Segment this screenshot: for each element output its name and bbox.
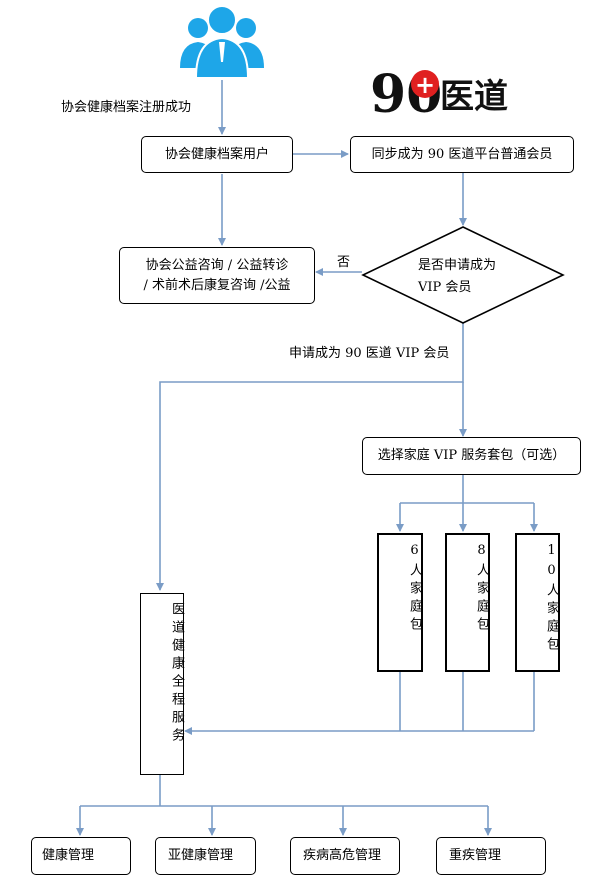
node-package-6: 6人家庭包 xyxy=(377,533,423,672)
label-no: 否 xyxy=(337,255,351,270)
logo-text: 医道 xyxy=(440,77,508,117)
node-public-service: 协会公益咨询 / 公益转诊 / 术前术后康复咨询 /公益 xyxy=(119,247,315,304)
node-sync-member: 同步成为 90 医道平台普通会员 xyxy=(350,136,574,173)
node-serious-disease-mgmt: 重疾管理 xyxy=(436,837,546,875)
label-register-success: 协会健康档案注册成功 xyxy=(61,100,192,115)
label-apply-vip: 申请成为 90 医道 VIP 会员 xyxy=(289,346,450,361)
node-health-mgmt: 健康管理 xyxy=(31,837,131,875)
node-archive-user: 协会健康档案用户 xyxy=(141,136,293,173)
logo-plus-badge xyxy=(411,70,439,98)
decision-text-line2: VIP 会员 xyxy=(417,280,471,295)
decision-diamond xyxy=(361,226,565,324)
logo-90yidao: 90 + 医道 xyxy=(370,64,508,125)
users-icon xyxy=(180,5,264,79)
public-service-line1: 协会公益咨询 / 公益转诊 xyxy=(145,257,289,273)
logo-plus: + xyxy=(415,71,435,99)
node-package-8: 8人家庭包 xyxy=(445,533,490,672)
node-package-10: 10人家庭包 xyxy=(515,533,560,672)
public-service-line2: / 术前术后康复咨询 /公益 xyxy=(143,277,291,293)
node-disease-risk-mgmt: 疾病高危管理 xyxy=(290,837,400,875)
node-full-service: 医道健康全程服务 xyxy=(140,593,184,775)
arrow-decision-to-full-service xyxy=(156,320,464,591)
node-choose-package: 选择家庭 VIP 服务套包（可选） xyxy=(362,437,581,475)
node-subhealth-mgmt: 亚健康管理 xyxy=(155,837,256,875)
decision-text-line1: 是否申请成为 xyxy=(418,258,496,273)
